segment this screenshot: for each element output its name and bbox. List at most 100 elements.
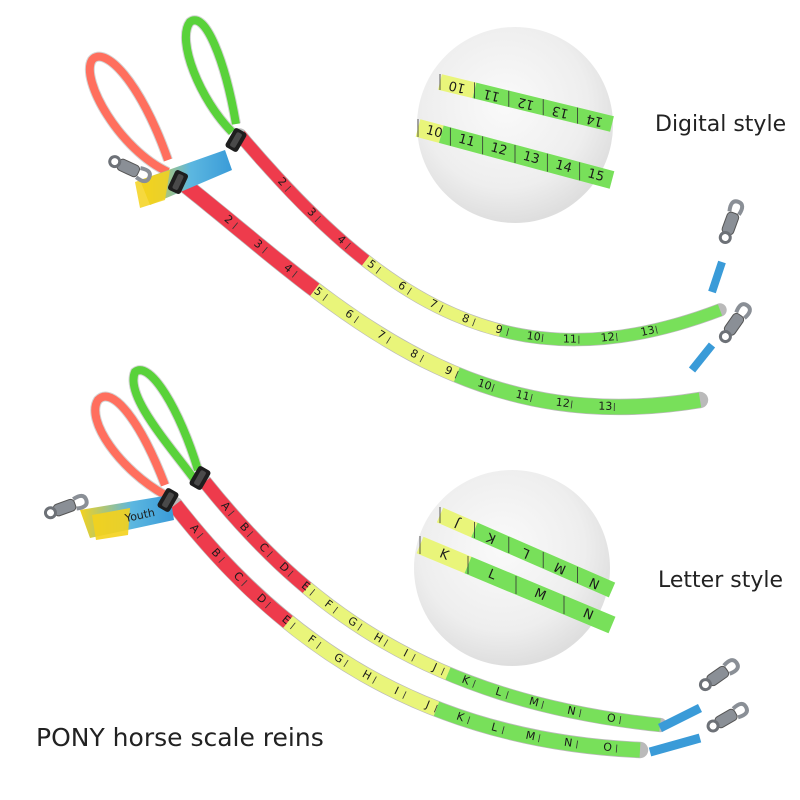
letter-loop-red [90, 391, 170, 500]
digital-end-tab-front [688, 342, 716, 373]
scale-tick [386, 336, 392, 344]
scale-tick [227, 510, 235, 517]
scale-tick [309, 589, 316, 596]
letter-buckle-front [157, 488, 179, 512]
scale-tick [579, 709, 582, 718]
zoom-label: 12 [489, 140, 509, 159]
scale-tick [262, 246, 268, 254]
letter-loop-green [128, 365, 203, 484]
scale-label: 9 [443, 363, 455, 378]
letter-end-clip-back [698, 658, 740, 692]
scale-label: I [392, 684, 401, 697]
letter-end-clip-front [706, 701, 749, 733]
scale-tick [538, 734, 541, 743]
scale-label: M [528, 695, 540, 710]
scale-tick [357, 623, 363, 631]
scale-tick [322, 294, 328, 301]
scale-tick [241, 580, 248, 587]
zoom-label: 10 [447, 77, 467, 95]
scale-tick [232, 222, 238, 230]
scale-tick [265, 601, 271, 609]
scale-tick [287, 570, 294, 577]
letter-rein-back [197, 474, 668, 733]
scale-tick [196, 532, 204, 539]
scale-tick [505, 691, 509, 699]
scale-label: 10 [526, 329, 542, 344]
reins-layer [84, 15, 727, 759]
scale-label: 13 [598, 400, 612, 413]
product-title: PONY horse scale reins [36, 723, 324, 752]
scale-label: 11 [563, 333, 577, 346]
scale-tick [218, 556, 225, 563]
scale-tick [501, 726, 505, 735]
digital-rein-back [233, 128, 727, 347]
scale-label: K [455, 710, 467, 725]
scale-tick [291, 270, 298, 278]
zoom-label: 13 [521, 149, 541, 168]
letter-buckle-back [189, 466, 211, 490]
digital-end-tab-back [708, 260, 726, 294]
scale-tick [406, 287, 412, 295]
scale-label: 10 [476, 376, 493, 393]
scale-tick [472, 679, 476, 688]
zoom-label: 12 [516, 94, 536, 112]
letter-tag-clip [43, 493, 89, 520]
digital-end-clip-back [718, 199, 745, 245]
scale-tick [576, 740, 578, 749]
zoom-label: 14 [554, 158, 574, 177]
scale-tick [344, 242, 351, 250]
scale-tick [375, 266, 382, 274]
letter-brand-tag: Youth [80, 495, 174, 540]
scale-label: 13 [639, 323, 655, 339]
scale-tick [530, 394, 533, 402]
zoom-label: 10 [424, 123, 444, 142]
scale-tick [266, 551, 273, 558]
digital-loop-red [84, 51, 173, 177]
scale-label: 11 [514, 388, 531, 404]
scale-tick [353, 316, 360, 324]
zoom-label: 11 [482, 85, 502, 103]
scale-tick [466, 716, 471, 725]
scale-tick [615, 332, 618, 341]
scale-tick [246, 531, 254, 538]
scale-tick [570, 400, 573, 409]
scale-tick [506, 328, 509, 337]
hardware-layer: Youth [43, 128, 752, 757]
scale-tick [619, 716, 622, 725]
scale-tick [314, 215, 321, 223]
digital-tag-clip [108, 155, 152, 184]
letter-end-tab-front [648, 733, 702, 757]
scale-tick [433, 704, 438, 713]
scale-tick [439, 304, 444, 313]
scale-tick [541, 700, 545, 709]
digital-style-caption: Digital style [655, 112, 787, 137]
scale-tick [402, 691, 407, 699]
scale-tick [655, 325, 658, 334]
zoom-label: M [552, 558, 568, 576]
digital-rein-front [176, 176, 709, 416]
scale-tick [454, 370, 459, 379]
scale-label: N [566, 704, 577, 718]
scale-label: M [525, 729, 537, 744]
scale-label: N [563, 736, 573, 750]
scale-tick [316, 641, 322, 649]
zoom-label: J [452, 515, 462, 531]
letter-rein-front [166, 496, 649, 759]
tag-text: Youth [123, 506, 156, 525]
scale-label: O [603, 740, 613, 754]
scale-tick [343, 659, 349, 668]
zoom-label: 14 [585, 111, 605, 129]
scale-tick [615, 744, 618, 753]
scale-label: 12 [600, 330, 615, 344]
letter-end-tab-back [657, 703, 703, 733]
scale-tick [440, 667, 445, 676]
digital-loop-green [181, 15, 241, 136]
scale-tick [372, 676, 377, 684]
scale-tick [284, 185, 292, 192]
